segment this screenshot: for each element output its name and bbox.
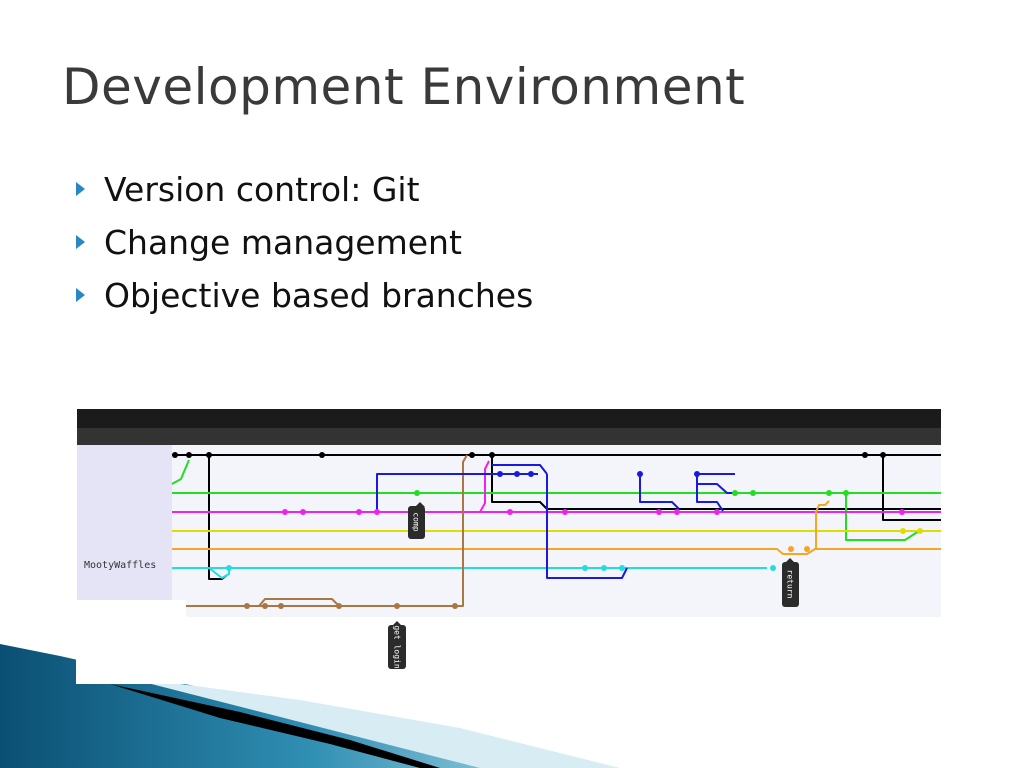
commit-dot [826, 490, 832, 496]
tag-comp-label: comp [412, 512, 421, 531]
graph-header-bar [77, 409, 941, 428]
branch-line-magenta [479, 460, 490, 513]
tag-get-login: get login [388, 621, 406, 669]
commit-dot [601, 565, 607, 571]
commit-dot [514, 471, 520, 477]
commit-dot [656, 509, 662, 515]
commit-dot [262, 603, 268, 609]
branch-line-black [882, 455, 941, 521]
branch-line-blue [639, 474, 680, 510]
commit-dot [282, 509, 288, 515]
commit-dot [489, 452, 495, 458]
commit-dot [637, 471, 643, 477]
commit-dot [244, 603, 250, 609]
graph-repo-column: MootyWaffles [77, 445, 172, 617]
bullet-text: Change management [104, 223, 462, 262]
branch-line-brown [172, 454, 468, 607]
bullet-arrow-icon [76, 288, 85, 302]
tag-get-login-label: get login [393, 625, 402, 669]
commit-dot [788, 546, 794, 552]
bullet-arrow-icon [76, 235, 85, 249]
deco-white-patch [76, 600, 186, 684]
commit-dot [186, 452, 192, 458]
bullet-text: Version control: Git [104, 170, 420, 209]
git-network-graph-screenshot: MootyWaffles comp return get login [77, 409, 941, 669]
commit-dot [226, 565, 232, 571]
commit-dot [414, 490, 420, 496]
commit-dot [336, 603, 342, 609]
commit-dot [507, 509, 513, 515]
branch-graph-canvas: comp return get login [171, 452, 941, 669]
branch-line-blue [696, 474, 724, 512]
commit-dot [862, 452, 868, 458]
commit-dot [319, 452, 325, 458]
branch-line-green [171, 459, 190, 485]
commit-dot [469, 452, 475, 458]
deco-teal-wave [0, 644, 620, 768]
commit-dot [770, 565, 776, 571]
branch-line-black [208, 455, 228, 580]
branch-line-orange [172, 548, 941, 555]
branch-line-blue [546, 474, 628, 579]
branch-line-green [845, 493, 941, 541]
commit-dot [880, 452, 886, 458]
tag-comp: comp [408, 502, 425, 539]
commit-dot [619, 565, 625, 571]
commit-dot [750, 490, 756, 496]
deco-light-wave [120, 676, 620, 768]
commit-dot [843, 490, 849, 496]
deco-black-stripe [110, 684, 440, 768]
commit-dot [172, 452, 178, 458]
branch-line-black [491, 455, 941, 510]
commit-dot [356, 509, 362, 515]
tag-return-label: return [786, 570, 795, 599]
commit-dot [694, 471, 700, 477]
commit-dot [374, 509, 380, 515]
commit-dot [899, 509, 905, 515]
commit-dot [278, 603, 284, 609]
commit-dot [394, 603, 400, 609]
tag-return: return [782, 558, 799, 607]
commit-dot [528, 471, 534, 477]
commit-dot [582, 565, 588, 571]
commit-dot [562, 509, 568, 515]
branch-line-brown [258, 598, 340, 607]
slide-decoration [0, 600, 620, 768]
commit-dot [917, 528, 923, 534]
branch-line-blue [376, 473, 538, 512]
branch-line-blue [697, 483, 735, 494]
repo-name-label: MootyWaffles [84, 560, 157, 571]
commit-dot [674, 509, 680, 515]
branch-line-blue [492, 464, 548, 475]
bullet-arrow-icon [76, 182, 85, 196]
commit-dot [900, 528, 906, 534]
commit-dot [732, 490, 738, 496]
commit-dot [804, 546, 810, 552]
commit-dot [452, 603, 458, 609]
commit-dot [497, 471, 503, 477]
graph-subheader-bar [77, 428, 941, 445]
slide-title: Development Environment [62, 58, 746, 116]
branch-line-orange [815, 500, 830, 549]
commit-dot [714, 509, 720, 515]
bullet-text: Objective based branches [104, 276, 534, 315]
branch-line-cyan [208, 567, 230, 579]
commit-dot [300, 509, 306, 515]
commit-dot [206, 452, 212, 458]
